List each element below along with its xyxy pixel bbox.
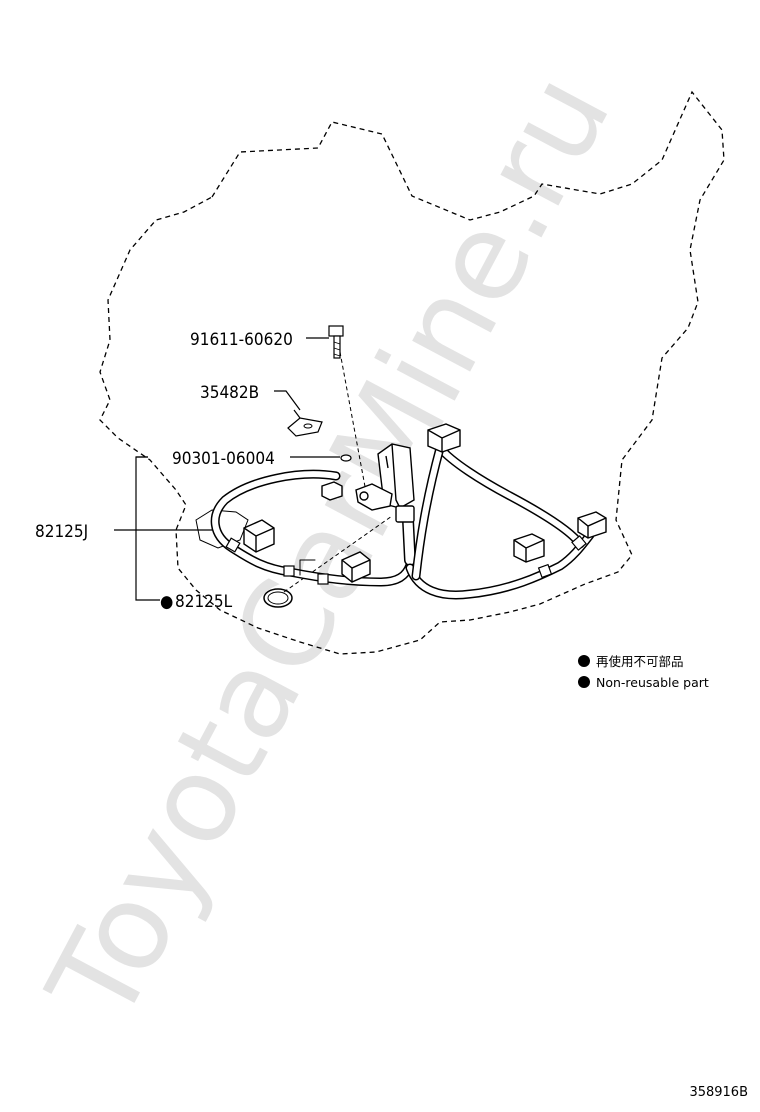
watermark-text: ToyotaCarMine.ru bbox=[22, 53, 637, 1045]
connector-top-icon bbox=[427, 423, 461, 453]
connector-small-icon bbox=[321, 481, 343, 501]
legend-english: Non-reusable part bbox=[578, 675, 709, 691]
connector-right-icon bbox=[513, 533, 545, 563]
wire-harness-tubes bbox=[210, 443, 595, 600]
o-ring-guide-line bbox=[283, 515, 393, 593]
speed-sensor-icon bbox=[355, 443, 415, 523]
bolt-guide-line bbox=[339, 351, 367, 493]
non-reusable-dot-icon bbox=[578, 676, 590, 688]
legend-japanese-text: 再使用不可部品 bbox=[596, 654, 684, 669]
harness-sleeves bbox=[225, 535, 587, 585]
part-label-harness: 82125J bbox=[35, 522, 88, 542]
connector-bottom-icon bbox=[341, 551, 371, 583]
part-label-bolt: 91611-60620 bbox=[190, 330, 293, 350]
legend-english-text: Non-reusable part bbox=[596, 675, 709, 690]
figure-number: 358916B bbox=[689, 1085, 748, 1100]
part-label-o-ring: 82125L bbox=[175, 592, 233, 612]
legend-japanese: 再使用不可部品 bbox=[578, 654, 684, 670]
callout-leader-lines bbox=[114, 337, 340, 601]
bolt-icon bbox=[328, 325, 344, 359]
clamp-icon bbox=[287, 409, 323, 437]
connector-icons bbox=[243, 423, 607, 583]
part-label-gasket: 90301-06004 bbox=[172, 449, 275, 469]
gasket-icon bbox=[340, 454, 352, 462]
o-ring-icon bbox=[263, 588, 293, 608]
non-reusable-dot-icon bbox=[578, 655, 590, 667]
part-label-clamp: 35482B bbox=[200, 383, 259, 403]
connector-far-right-icon bbox=[577, 511, 607, 539]
part-label-o-ring-marker: ● bbox=[160, 592, 173, 612]
connector-left-icon bbox=[243, 519, 275, 553]
